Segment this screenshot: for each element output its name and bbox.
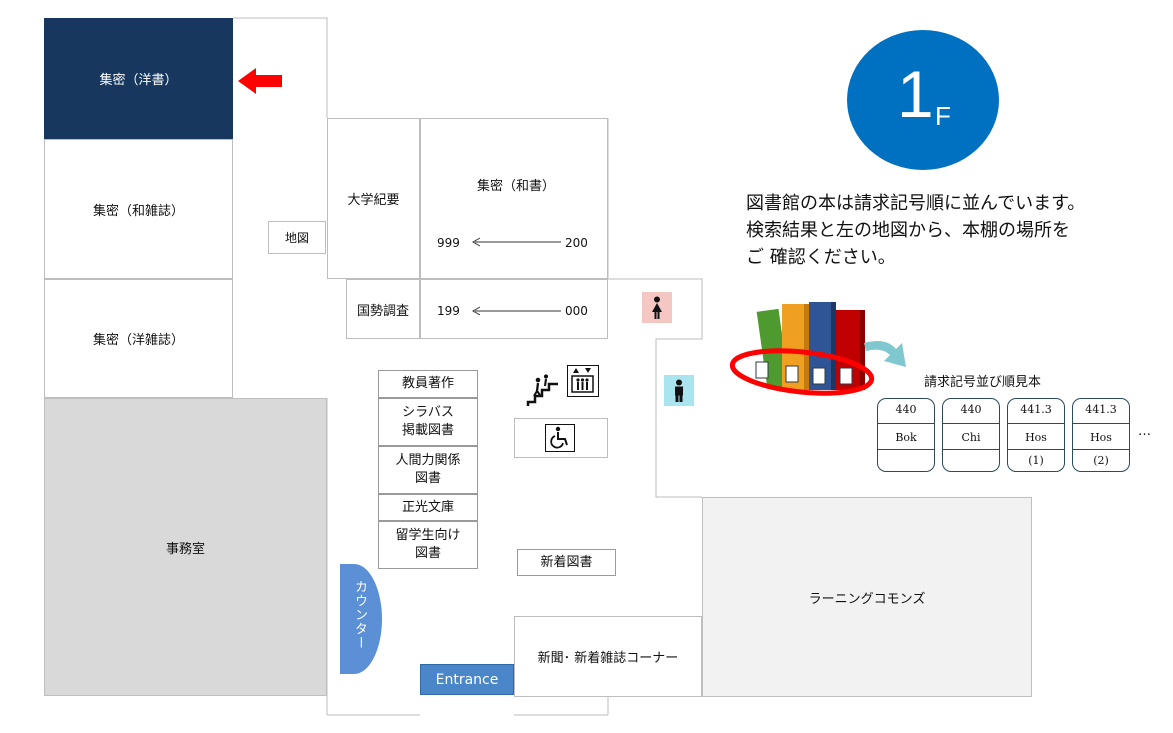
woman-restroom-icon[interactable] xyxy=(642,292,672,323)
sample-label-4-vol: (2) xyxy=(1093,454,1109,467)
shelf-international-line2: 図書 xyxy=(414,546,441,561)
room-newspapers-label: 新聞･ 新着雑誌コーナー xyxy=(537,651,679,666)
call-number-199: 199 xyxy=(437,304,460,318)
service-counter-label: カウンター xyxy=(352,580,367,650)
sample-label-4-author: Hos xyxy=(1090,431,1112,444)
stairs-icon[interactable] xyxy=(526,374,560,408)
shelf-human-skills-line2: 図書 xyxy=(414,471,441,486)
call-number-000: 000 xyxy=(565,304,588,318)
entrance-label: Entrance xyxy=(435,671,499,688)
shelf-new-books-label: 新着図書 xyxy=(540,554,593,570)
shelf-syllabus-line2: 掲載図書 xyxy=(401,423,454,438)
shelf-call-000-199[interactable]: 199 000 xyxy=(420,279,608,339)
entrance-button[interactable]: Entrance xyxy=(420,664,514,695)
call-number-999: 999 xyxy=(437,236,460,250)
area-map[interactable]: 地図 xyxy=(268,221,326,254)
floor-number: 1 xyxy=(897,57,934,131)
sample-label-3-class: 441.3 xyxy=(1020,403,1052,416)
sample-label-3: 441.3 Hos (1) xyxy=(1007,398,1065,472)
sample-label-4-class: 441.3 xyxy=(1085,403,1117,416)
room-japanese-books-compact[interactable]: 集密（和書） 999 200 xyxy=(420,118,608,279)
man-restroom-icon[interactable] xyxy=(664,375,694,406)
room-japanese-books-label: 集密（和書） xyxy=(477,179,556,194)
room-newspapers-magazines[interactable]: 新聞･ 新着雑誌コーナー xyxy=(514,616,702,697)
red-arrow-left-icon xyxy=(238,68,282,94)
arrow-left-icon xyxy=(471,237,561,247)
sample-label-4: 441.3 Hos (2) xyxy=(1072,398,1130,472)
wheelchair-icon[interactable] xyxy=(545,424,575,452)
sample-label-3-vol: (1) xyxy=(1028,454,1044,467)
floor-badge: 1 F xyxy=(847,30,999,170)
floor-unit: F xyxy=(935,101,951,131)
guide-line-1: 図書館の本は請求記号順に並んでいます。 xyxy=(746,193,1086,214)
shelf-faculty-works-label: 教員著作 xyxy=(401,376,454,392)
curved-arrow-icon xyxy=(864,341,906,367)
sample-label-3-author: Hos xyxy=(1025,431,1047,444)
shelf-international-line1: 留学生向け xyxy=(395,528,461,544)
guide-line-2: 検索結果と左の地図から、本棚の場所を xyxy=(746,220,1070,241)
room-university-bulletins-label: 大学紀要 xyxy=(347,193,400,208)
shelf-faculty-works[interactable]: 教員著作 xyxy=(378,370,478,398)
room-office-label: 事務室 xyxy=(165,541,205,557)
shelf-seiko-collection[interactable]: 正光文庫 xyxy=(378,494,478,521)
area-map-label: 地図 xyxy=(284,231,309,245)
shelf-human-skills[interactable]: 人間力関係 図書 xyxy=(378,446,478,494)
room-census-label: 国勢調査 xyxy=(356,303,409,319)
room-japanese-magazines-label: 集密（和雑誌） xyxy=(92,203,184,219)
call-number-200: 200 xyxy=(565,236,588,250)
sample-ellipsis: … xyxy=(1138,424,1151,439)
sample-label-2-class: 440 xyxy=(960,403,982,416)
room-learning-commons[interactable]: ラーニングコモンズ xyxy=(702,497,1032,697)
room-western-books-compact[interactable]: 集密（洋書） xyxy=(44,18,233,139)
sample-label-2-author: Chi xyxy=(961,431,981,444)
shelf-international-students[interactable]: 留学生向け 図書 xyxy=(378,521,478,569)
books-icon xyxy=(729,302,875,396)
sample-title: 請求記号並び順見本 xyxy=(924,375,1042,390)
shelf-seiko-label: 正光文庫 xyxy=(401,499,454,515)
sample-label-1-author: Bok xyxy=(895,431,917,444)
shelf-syllabus-books[interactable]: シラバス 掲載図書 xyxy=(378,398,478,446)
room-office[interactable]: 事務室 xyxy=(44,398,327,696)
service-counter[interactable]: カウンター xyxy=(340,564,382,674)
elevator-icon[interactable] xyxy=(567,365,599,397)
shelf-new-books[interactable]: 新着図書 xyxy=(517,549,616,576)
room-western-magazines[interactable]: 集密（洋雑誌） xyxy=(44,279,233,398)
guide-line-3: ご 確認ください。 xyxy=(746,247,896,268)
guide-text: 図書館の本は請求記号順に並んでいます。 検索結果と左の地図から、本棚の場所を ご… xyxy=(746,190,1085,271)
sample-label-1-class: 440 xyxy=(895,403,917,416)
room-western-magazines-label: 集密（洋雑誌） xyxy=(92,333,184,348)
room-japanese-magazines[interactable]: 集密（和雑誌） xyxy=(44,139,233,279)
room-university-bulletins[interactable]: 大学紀要 xyxy=(327,118,420,279)
arrow-left-icon xyxy=(471,306,561,316)
room-western-books-label: 集密（洋書） xyxy=(99,73,178,88)
sample-label-1: 440 Bok xyxy=(877,398,935,472)
sample-label-2: 440 Chi xyxy=(942,398,1000,472)
shelf-syllabus-line1: シラバス xyxy=(402,405,454,421)
room-census[interactable]: 国勢調査 xyxy=(346,279,420,339)
room-learning-commons-label: ラーニングコモンズ xyxy=(808,591,926,607)
shelf-human-skills-line1: 人間力関係 xyxy=(395,453,461,469)
